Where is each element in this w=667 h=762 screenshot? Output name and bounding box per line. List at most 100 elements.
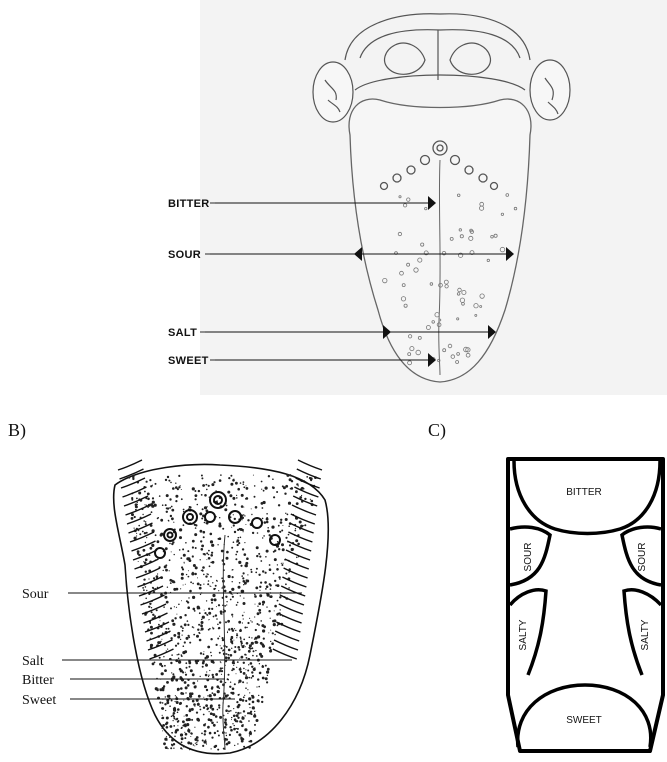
stipple-dot [167, 476, 169, 478]
stipple-dot [160, 519, 163, 522]
stipple-dot [191, 708, 194, 711]
stipple-dot [163, 656, 164, 657]
stipple-dot [171, 509, 174, 512]
stipple-dot [259, 663, 260, 664]
stipple-dot [194, 610, 196, 612]
stipple-dot [248, 664, 249, 665]
stipple-dot [227, 536, 229, 538]
stipple-dot [213, 693, 216, 696]
stipple-dot [281, 530, 283, 532]
stipple-dot [201, 518, 203, 520]
stipple-dot [210, 586, 211, 587]
stipple-dot [236, 551, 238, 553]
stipple-dot [263, 631, 264, 632]
stipple-dot [243, 514, 244, 515]
stipple-dot [289, 474, 291, 476]
stipple-dot [238, 537, 240, 539]
stipple-dot [241, 725, 244, 728]
stipple-dot [192, 546, 194, 548]
stipple-dot [166, 701, 169, 704]
stipple-dot [207, 707, 209, 709]
stipple-dot [245, 674, 247, 676]
stipple-dot [216, 644, 218, 646]
label-sour-b: Sour [22, 587, 49, 602]
stipple-dot [246, 642, 249, 645]
stipple-dot [232, 594, 233, 595]
stipple-dot [277, 600, 279, 602]
stipple-dot [175, 645, 177, 647]
stipple-dot [274, 580, 276, 582]
stipple-dot [234, 646, 236, 648]
stipple-dot [208, 557, 211, 560]
stipple-dot [181, 741, 183, 743]
stipple-dot [173, 522, 174, 523]
stipple-dot [138, 492, 141, 495]
stipple-dot [184, 716, 185, 717]
stipple-dot [155, 534, 157, 536]
stipple-dot [256, 568, 258, 570]
stipple-dot [232, 692, 235, 695]
stipple-dot [185, 714, 188, 717]
stipple-dot [171, 700, 173, 702]
stipple-dot [195, 743, 196, 744]
stipple-dot [184, 681, 187, 684]
stipple-dot [242, 615, 244, 617]
stipple-dot [244, 728, 247, 731]
stipple-dot [228, 575, 231, 578]
stipple-dot [187, 624, 189, 626]
stipple-dot [299, 521, 302, 524]
stipple-dot [183, 585, 184, 586]
stipple-dot [285, 513, 286, 514]
stipple-dot [260, 642, 263, 645]
stipple-dot [204, 612, 206, 614]
stipple-dot [185, 672, 186, 673]
stipple-dot [221, 587, 223, 589]
stipple-dot [258, 574, 260, 576]
stipple-dot [261, 701, 263, 703]
stipple-dot [169, 579, 172, 582]
stipple-dot [187, 550, 189, 552]
stipple-dot [226, 551, 229, 554]
stipple-dot [174, 736, 176, 738]
stipple-dot [187, 718, 190, 721]
stipple-dot [173, 588, 176, 591]
stipple-dot [152, 497, 154, 499]
stipple-dot [242, 699, 245, 702]
stipple-dot [262, 570, 264, 572]
stipple-dot [181, 737, 184, 740]
stipple-dot [249, 735, 250, 736]
stipple-dot [211, 552, 213, 554]
stipple-dot [191, 572, 194, 575]
stipple-dot [144, 532, 146, 534]
stipple-dot [212, 582, 213, 583]
stipple-dot [170, 607, 172, 609]
stipple-dot [143, 589, 145, 591]
stipple-dot [245, 687, 247, 689]
stipple-dot [218, 628, 219, 629]
stipple-dot [248, 650, 251, 653]
stipple-dot [155, 483, 157, 485]
stipple-dot [186, 723, 189, 726]
stipple-dot [160, 620, 161, 621]
stipple-dot [295, 539, 298, 542]
stipple-dot [259, 612, 261, 614]
stipple-dot [164, 685, 165, 686]
stipple-dot [172, 623, 175, 626]
stipple-dot [219, 636, 220, 637]
stipple-dot [167, 649, 168, 650]
stipple-dot [251, 671, 253, 673]
stipple-dot [213, 724, 216, 727]
stipple-dot [262, 629, 265, 632]
stipple-dot [154, 504, 157, 507]
stipple-dot [182, 568, 184, 570]
stipple-dot [212, 692, 214, 694]
stipple-dot [273, 573, 275, 575]
stipple-dot [180, 687, 183, 690]
stipple-dot [204, 685, 207, 688]
stipple-dot [214, 598, 217, 601]
stipple-dot [170, 637, 172, 639]
stipple-dot [225, 596, 227, 598]
stipple-dot [169, 507, 171, 509]
stipple-dot [285, 583, 287, 585]
stipple-dot [219, 687, 221, 689]
